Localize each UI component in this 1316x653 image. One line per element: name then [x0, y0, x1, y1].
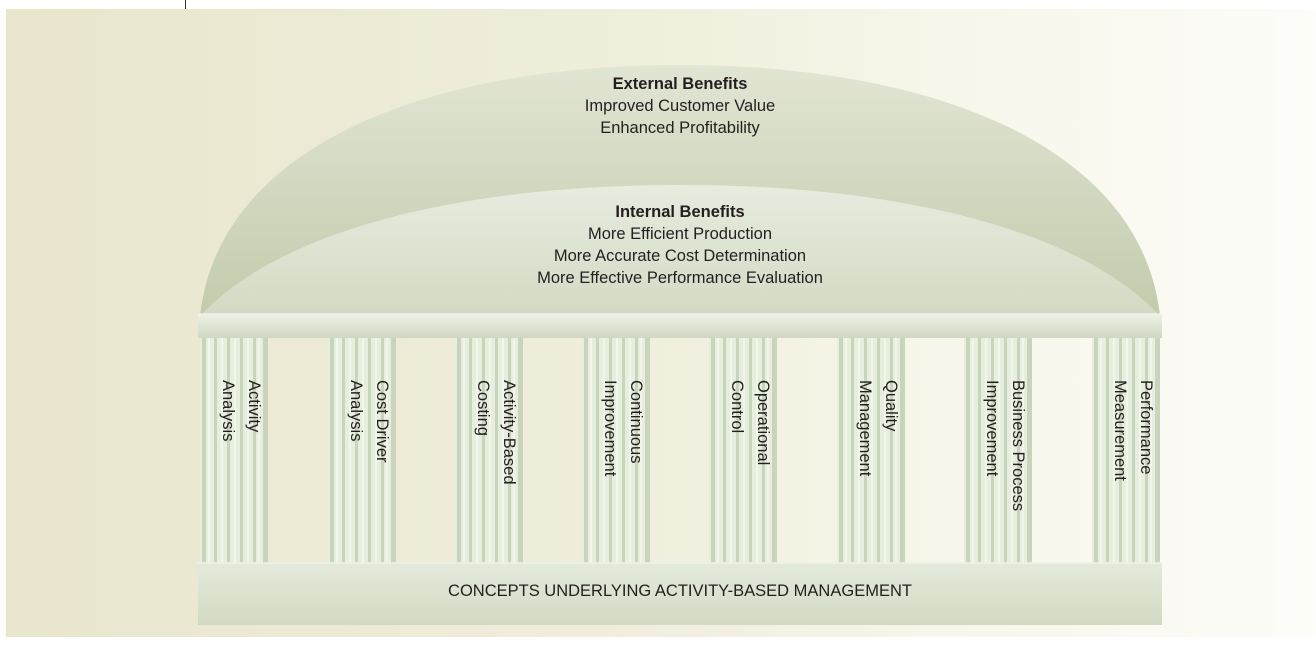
internal-benefit-item: More Efficient Production [587, 225, 773, 243]
internal-benefit-item: More Effective Performance Evaluation [537, 269, 823, 287]
base-label: CONCEPTS UNDERLYING ACTIVITY-BASED MANAG… [448, 582, 912, 600]
pillar [1092, 338, 1160, 563]
pillar-label: Performance Measurement [1111, 380, 1155, 481]
pillar [328, 338, 396, 563]
external-benefit-item: Improved Customer Value [584, 97, 776, 115]
pillar [200, 338, 268, 563]
external-benefits-block: External Benefits Improved Customer Valu… [480, 73, 880, 139]
pillar-label: Quality Management [856, 380, 900, 477]
pillar [964, 338, 1032, 563]
entablature [198, 314, 1162, 338]
internal-benefit-item: More Accurate Cost Determination [553, 247, 807, 265]
pillar-label: Activity-Based Costing [474, 380, 518, 485]
dome-inner [200, 185, 1160, 316]
corner-tick-mark [185, 0, 186, 9]
pillar-label: Cost Driver Analysis [347, 380, 391, 463]
base-plinth [198, 563, 1162, 625]
external-benefits-heading: External Benefits [612, 75, 748, 93]
pillar-label: Activity Analysis [219, 380, 263, 442]
pillar [837, 338, 905, 563]
pillar [582, 338, 650, 563]
external-benefit-item: Enhanced Profitability [600, 119, 760, 137]
pillar [455, 338, 523, 563]
pillar-label: Operational Control [728, 380, 772, 466]
pillar [709, 338, 777, 563]
pillar-label: Continuous Improvement [601, 380, 645, 477]
pillar-label: Business Process Improvement [983, 380, 1027, 512]
internal-benefits-block: Internal Benefits More Efficient Product… [430, 201, 930, 289]
internal-benefits-heading: Internal Benefits [615, 203, 745, 221]
